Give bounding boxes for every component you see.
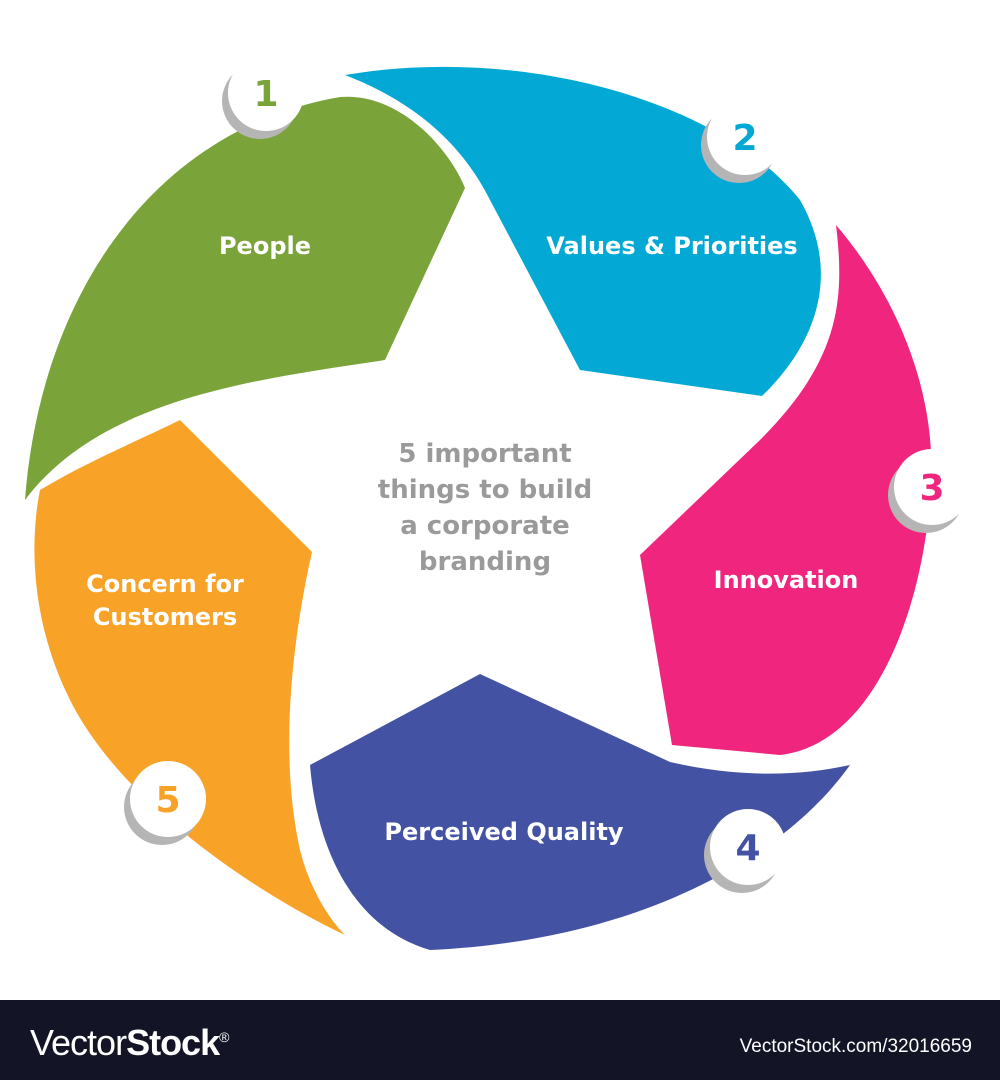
- segment-perceived-quality: [310, 674, 850, 950]
- number-5: 5: [155, 780, 180, 821]
- label-concern-for-customers: Customers: [93, 603, 237, 631]
- segment-values-priorities: [345, 66, 821, 397]
- center-title-line: a corporate: [400, 511, 570, 541]
- number-badge-2: 2: [707, 99, 783, 175]
- image-url: VectorStock.com/32016659: [739, 1036, 972, 1057]
- label-concern-for-customers: Concern for: [86, 570, 244, 598]
- segment-innovation: [640, 225, 932, 755]
- logo-bold: Stock: [126, 1022, 220, 1063]
- number-badge-4: 4: [710, 809, 786, 885]
- segment-concern-for-customers: [34, 420, 345, 935]
- number-badge-5: 5: [130, 761, 206, 837]
- footer-bar: VectorStock® VectorStock.com/32016659: [0, 1000, 1000, 1080]
- label-innovation: Innovation: [714, 566, 859, 594]
- label-people: People: [219, 232, 311, 260]
- number-4: 4: [735, 828, 760, 869]
- logo-mark: ®: [219, 1029, 229, 1045]
- center-title-line: branding: [419, 547, 551, 577]
- number-3: 3: [919, 468, 944, 509]
- logo-light: Vector: [30, 1022, 127, 1063]
- segment-people: [25, 96, 465, 500]
- number-2: 2: [732, 118, 757, 159]
- number-1: 1: [253, 74, 278, 115]
- center-title-line: things to build: [378, 475, 592, 505]
- number-badge-3: 3: [894, 449, 970, 525]
- center-title-line: 5 important: [398, 439, 571, 469]
- label-values-priorities: Values & Priorities: [546, 232, 797, 260]
- center-title: 5 important things to build a corporate …: [378, 439, 592, 577]
- vectorstock-logo: VectorStock®: [30, 1022, 229, 1064]
- branding-cycle-diagram: 5 important things to build a corporate …: [25, 55, 970, 950]
- number-badge-1: 1: [228, 55, 304, 131]
- label-perceived-quality: Perceived Quality: [384, 818, 624, 846]
